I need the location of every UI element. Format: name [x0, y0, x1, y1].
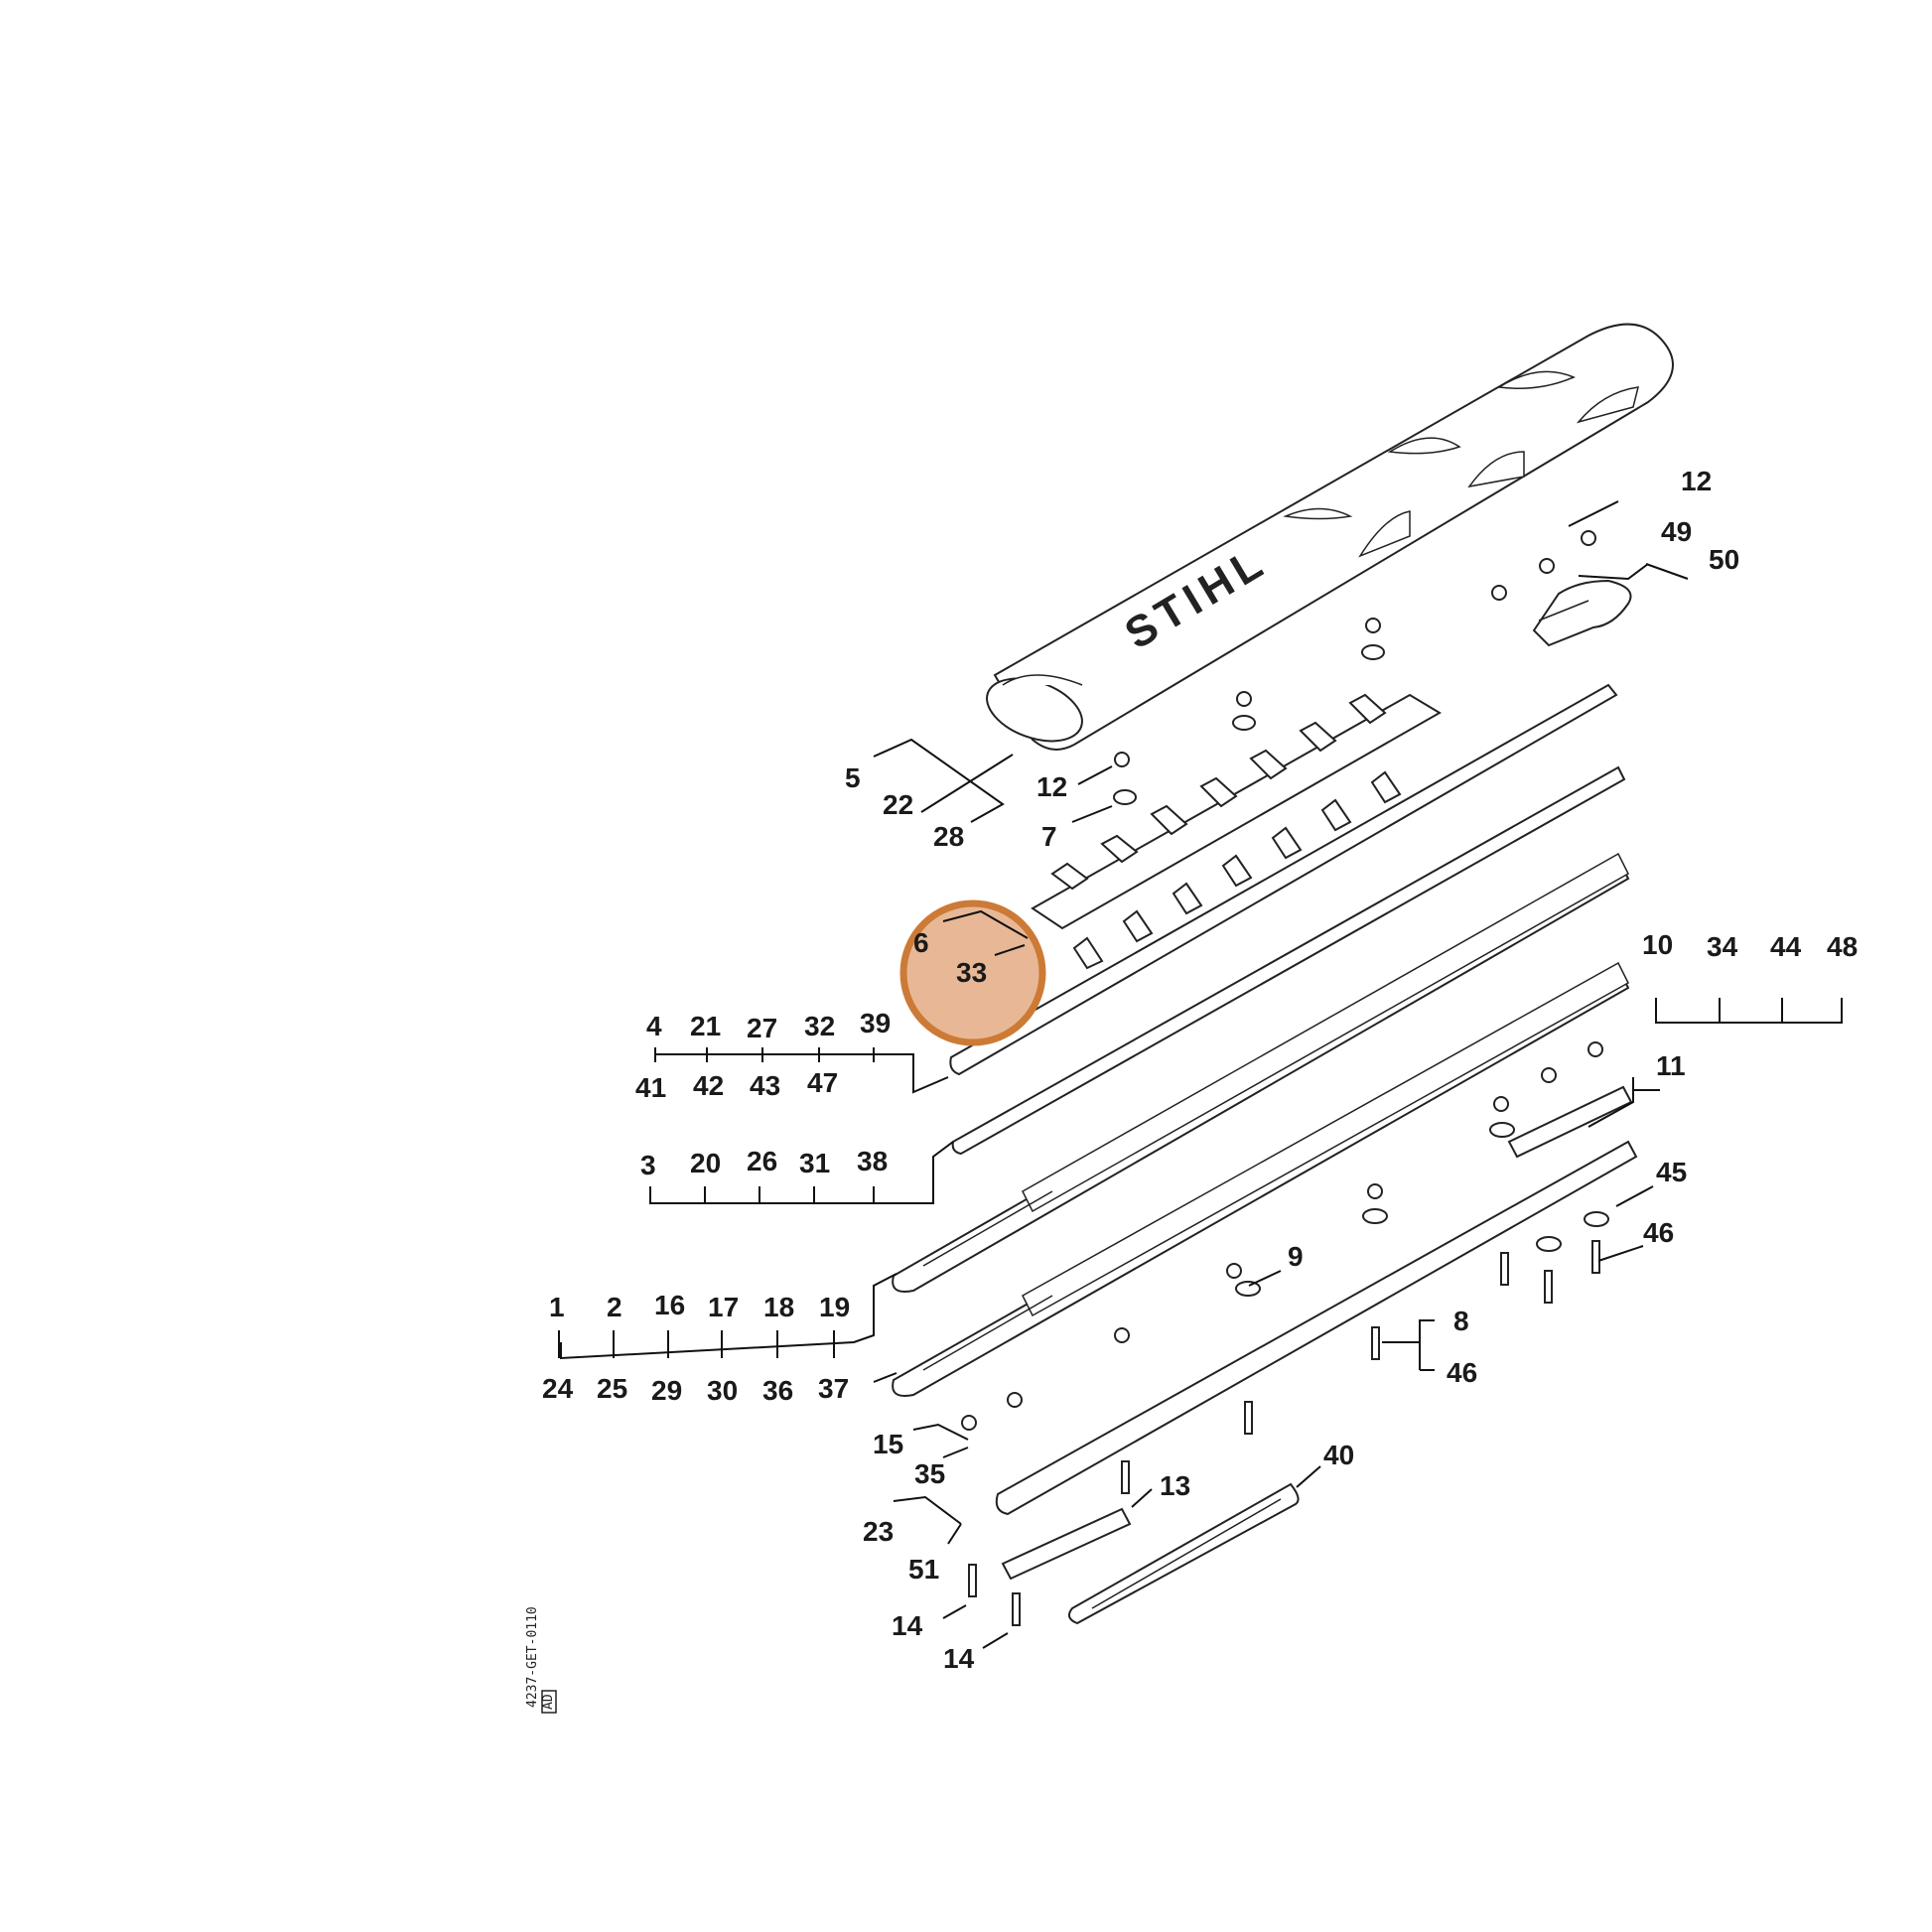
- callout-label[interactable]: 38: [857, 1146, 888, 1176]
- callout-label[interactable]: 23: [863, 1516, 894, 1547]
- callout-label[interactable]: 5: [845, 762, 861, 793]
- callout-label[interactable]: 9: [1288, 1241, 1304, 1272]
- plate-40[interactable]: [1067, 1482, 1300, 1625]
- plate-13[interactable]: [1001, 1507, 1132, 1581]
- callout-label[interactable]: 35: [914, 1458, 945, 1489]
- guide-bar-middle[interactable]: [951, 765, 1626, 1156]
- callout-label[interactable]: 49: [1661, 516, 1692, 547]
- callout-label[interactable]: 40: [1323, 1440, 1354, 1470]
- callout-label[interactable]: 34: [1707, 931, 1738, 962]
- callout-label[interactable]: 8: [1453, 1306, 1469, 1336]
- callout-label[interactable]: 1: [549, 1292, 565, 1322]
- callout-label[interactable]: 44: [1770, 931, 1802, 962]
- hardware-nuts-washers[interactable]: [961, 530, 1609, 1431]
- callout-label[interactable]: 12: [1681, 466, 1712, 496]
- svg-text:AD: AD: [541, 1694, 556, 1710]
- callout-label[interactable]: 37: [818, 1373, 849, 1404]
- callout-label[interactable]: 11: [1656, 1050, 1686, 1081]
- callout-label[interactable]: 48: [1827, 931, 1858, 962]
- callout-label[interactable]: 36: [762, 1375, 793, 1406]
- highlight-marker[interactable]: [899, 899, 1046, 1046]
- callout-label[interactable]: 29: [651, 1375, 682, 1406]
- callout-label[interactable]: 20: [690, 1148, 721, 1178]
- callout-label[interactable]: 14: [892, 1610, 923, 1641]
- leader-lines: [558, 500, 1843, 1649]
- blade-cover[interactable]: STIHL: [978, 323, 1674, 754]
- callout-label[interactable]: 25: [597, 1373, 627, 1404]
- callout-label[interactable]: 15: [873, 1429, 903, 1459]
- plate-11[interactable]: [1507, 1085, 1633, 1159]
- callout-label[interactable]: 47: [807, 1067, 838, 1098]
- callout-label[interactable]: 18: [763, 1292, 794, 1322]
- callout-label[interactable]: 12: [1036, 771, 1067, 802]
- callout-label[interactable]: 16: [654, 1290, 685, 1320]
- callout-label[interactable]: 21: [690, 1011, 721, 1041]
- callout-label[interactable]: 4: [646, 1011, 662, 1041]
- drawing-code: 4237-GET-0110: [525, 1606, 540, 1708]
- callout-label[interactable]: 51: [908, 1554, 939, 1585]
- callout-label[interactable]: 31: [799, 1148, 830, 1178]
- callout-label[interactable]: 17: [708, 1292, 739, 1322]
- callout-labels: 12 49 50 5 22 28 12 7 6 33 10 34 44 48 4…: [542, 466, 1858, 1674]
- callout-label[interactable]: 10: [1642, 929, 1673, 960]
- callout-label[interactable]: 7: [1041, 821, 1057, 852]
- callout-label[interactable]: 2: [607, 1292, 622, 1322]
- drawing-badge: AD: [541, 1690, 557, 1714]
- callout-label[interactable]: 42: [693, 1070, 724, 1101]
- callout-label[interactable]: 28: [933, 821, 964, 852]
- bottom-guide-strip[interactable]: [995, 1140, 1638, 1516]
- gear-plate[interactable]: [1532, 579, 1632, 647]
- callout-label[interactable]: 43: [750, 1070, 780, 1101]
- callout-label[interactable]: 41: [635, 1072, 666, 1103]
- guide-bar-upper[interactable]: [949, 683, 1618, 1076]
- callout-label[interactable]: 46: [1643, 1217, 1674, 1248]
- callout-label[interactable]: 50: [1709, 544, 1739, 575]
- callout-label[interactable]: 19: [819, 1292, 850, 1322]
- callout-label[interactable]: 22: [883, 789, 913, 820]
- svg-text:4237-GET-0110: 4237-GET-0110: [525, 1606, 540, 1708]
- callout-label[interactable]: 14: [943, 1643, 975, 1674]
- callout-label[interactable]: 3: [640, 1150, 656, 1180]
- callout-label[interactable]: 26: [747, 1146, 777, 1176]
- callout-label[interactable]: 39: [860, 1008, 891, 1038]
- screws[interactable]: [968, 1240, 1600, 1626]
- callout-label[interactable]: 24: [542, 1373, 574, 1404]
- callout-label[interactable]: 30: [707, 1375, 738, 1406]
- callout-label[interactable]: 27: [747, 1013, 777, 1043]
- callout-label[interactable]: 13: [1160, 1470, 1190, 1501]
- callout-label[interactable]: 46: [1447, 1357, 1477, 1388]
- callout-label[interactable]: 6: [913, 927, 929, 958]
- upper-blade[interactable]: [892, 852, 1630, 1293]
- lower-blade[interactable]: [892, 961, 1630, 1397]
- callout-label[interactable]: 32: [804, 1011, 835, 1041]
- callout-label[interactable]: 33: [956, 957, 987, 988]
- callout-label[interactable]: 45: [1656, 1157, 1687, 1187]
- drive-link-bar[interactable]: [1031, 693, 1442, 970]
